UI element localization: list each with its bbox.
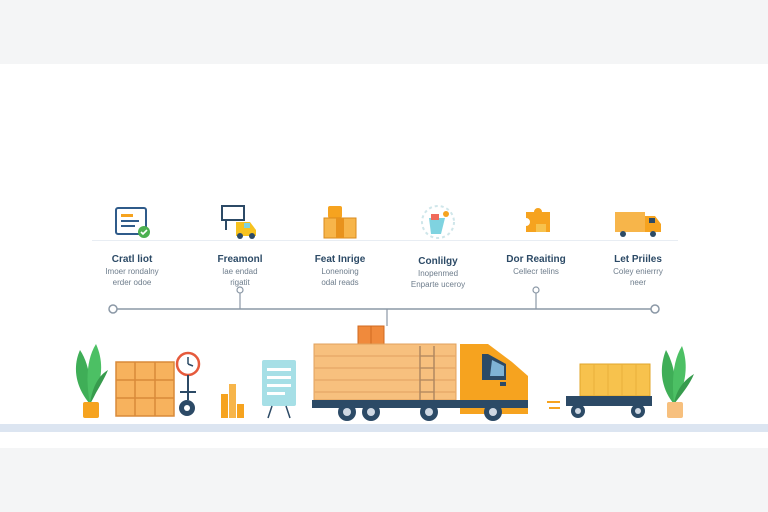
motion-lines xyxy=(547,401,560,409)
forklift-sign-icon xyxy=(221,205,256,239)
wooden-crate-icon xyxy=(115,361,175,417)
step-title: Feat Inrige xyxy=(314,254,366,265)
timeline-node xyxy=(236,286,244,294)
clock-icon xyxy=(175,351,201,416)
ground-line xyxy=(0,424,768,432)
timeline-endpoint xyxy=(108,304,118,314)
package-box-icon xyxy=(323,206,357,239)
timeline xyxy=(108,286,660,326)
plant-icon xyxy=(661,346,694,418)
step-description: Coley enierrry xyxy=(613,267,663,276)
step-4: Conlilgy Inopenmed Enparte uceroy xyxy=(388,204,488,290)
semi-truck-icon xyxy=(312,325,528,421)
step-3: Feat Inrige Lonenoing odal reads xyxy=(290,204,390,288)
checklist-board-icon xyxy=(262,360,296,419)
bottom-band xyxy=(0,448,768,512)
step-5: Dor Reaiting Cellecr telins xyxy=(486,204,586,278)
order-document-icon xyxy=(115,207,150,238)
step-description: Cellecr telins xyxy=(513,267,559,276)
step-2: Freamonl lae endad rigatit xyxy=(190,204,290,288)
step-description: erder odoe xyxy=(112,278,152,287)
bar-blocks-icon xyxy=(221,384,244,418)
step-title: Let Priiles xyxy=(614,254,662,265)
delivery-truck-icon xyxy=(615,212,661,237)
processing-gear-icon xyxy=(421,205,455,239)
step-title: Conlilgy xyxy=(418,256,458,267)
step-separator-line xyxy=(92,240,678,241)
step-1: Cratl liot Imoer rondalny erder odoe xyxy=(82,204,182,288)
step-title: Freamonl xyxy=(217,254,263,265)
timeline-endpoint xyxy=(650,304,660,314)
timeline-node xyxy=(532,286,540,294)
step-title: Cratl liot xyxy=(111,254,153,265)
step-6: Let Priiles Coley enierrry neer xyxy=(588,204,688,288)
step-description: Imoer rondalny xyxy=(105,267,159,276)
step-title: Dor Reaiting xyxy=(506,254,566,265)
top-band xyxy=(0,0,768,64)
cargo-trailer-icon xyxy=(566,363,652,418)
step-description: Inopenmed xyxy=(417,269,459,278)
puzzle-piece-icon xyxy=(526,208,550,232)
step-description: lae endad xyxy=(222,267,258,276)
step-description: neer xyxy=(629,278,646,287)
plant-icon xyxy=(75,344,108,418)
step-description: rigatit xyxy=(230,278,250,287)
step-description: Enparte uceroy xyxy=(410,280,466,289)
step-description: odal reads xyxy=(321,278,359,287)
step-description: Lonenoing xyxy=(321,267,359,276)
